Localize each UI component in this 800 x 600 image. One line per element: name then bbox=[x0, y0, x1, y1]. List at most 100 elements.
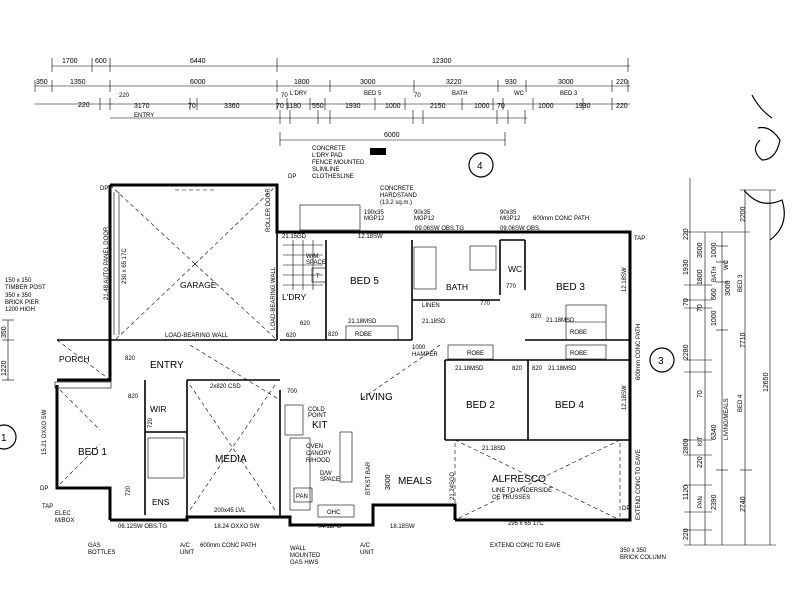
rdim-2740: 2740 bbox=[740, 496, 747, 512]
bed1-area: BED 1 WIR ENS 15.21 OXXO SW 820 720 720 … bbox=[42, 380, 188, 530]
dim-220c: 220 bbox=[78, 102, 90, 109]
dim-1350: 1350 bbox=[70, 79, 86, 86]
note-ac1-1: A/C bbox=[180, 543, 191, 549]
dim-label-ldry: L'DRY bbox=[290, 91, 307, 97]
dim-600: 600 bbox=[95, 58, 107, 65]
note-elec-2: M/BOX bbox=[55, 518, 74, 524]
dim-label-bath: BATH bbox=[452, 91, 468, 97]
dim-label-bed5: BED 5 bbox=[364, 91, 382, 97]
outside-notes: CONCRETE L'DRY PAD FENCE MOUNTED SLIMLIN… bbox=[40, 146, 645, 566]
note-brick-col-2: BRICK COLUMN bbox=[620, 555, 666, 561]
window-09-06sw: 09.06SW OBS.TG bbox=[415, 226, 464, 232]
note-timber-post-3: 350 x 350 bbox=[5, 293, 32, 299]
note-hardstand-3: (13.2 sq.m.) bbox=[380, 200, 412, 206]
dim-70a: 70 bbox=[281, 93, 288, 99]
garage-area: GARAGE 21.48 AUTO PANEL DOOR 230 x 65 17… bbox=[104, 184, 307, 341]
bed5-area: BED 5 ROBE 21.18MSD 12.18SW 820 bbox=[326, 234, 413, 341]
rdim-label-living-meals: LIVING/MEALS bbox=[724, 398, 730, 440]
dim-220b: 220 bbox=[119, 93, 130, 99]
dim-550: 550 bbox=[312, 103, 324, 110]
note-beam-bottom: 295 x 65 17C bbox=[508, 521, 544, 527]
rdim-220c: 220 bbox=[683, 528, 690, 540]
room-kit: KIT bbox=[312, 420, 328, 431]
dim-1930a: 1930 bbox=[345, 103, 361, 110]
clothesline-marker bbox=[370, 148, 386, 155]
rdim-label-pan: PAN bbox=[698, 496, 704, 508]
note-hardstand-1: CONCRETE bbox=[380, 186, 414, 192]
window-21-18msd-bed3: 21.18MSD bbox=[546, 318, 575, 324]
dim-350: 350 bbox=[36, 79, 48, 86]
dim-930: 930 bbox=[505, 79, 517, 86]
living-area: LIVING 21.18SD bbox=[189, 344, 506, 452]
dim-70b: 70 bbox=[414, 93, 421, 99]
note-tap-2: TAP bbox=[42, 504, 53, 510]
note-extend-bottom: EXTEND CONC TO EAVE bbox=[490, 543, 561, 549]
kitchen-meals-area: KIT MEALS COLD POINT OVEN CANOPY R/HOOD … bbox=[284, 389, 456, 530]
ldim-350: 350 bbox=[1, 326, 8, 338]
note-ac1-2: UNIT bbox=[180, 550, 194, 556]
dim-70e: 70 bbox=[497, 103, 505, 110]
left-dimension-lines: 350 1220 bbox=[1, 319, 14, 381]
note-dp-4: DP bbox=[622, 506, 630, 512]
note-ohc-1: OHC bbox=[327, 510, 341, 516]
room-bed1: BED 1 bbox=[78, 447, 107, 458]
note-concrete-ldry-4: SLIMLINE bbox=[312, 167, 339, 173]
window-21-18msd-bed4: 21.18MSD bbox=[548, 366, 577, 372]
note-tap-1: TAP bbox=[634, 236, 645, 242]
window-09-06sw-obs: 09.06SW OBS. bbox=[500, 226, 541, 232]
door-620b: 620 bbox=[286, 333, 297, 339]
note-media-beam: 200x45 LVL bbox=[214, 508, 246, 514]
dim-label-entry: ENTRY bbox=[134, 113, 154, 119]
rdim-70b: 70 bbox=[697, 304, 704, 312]
note-timber-post-2: TIMBER POST bbox=[5, 285, 46, 291]
door-820-bed5: 820 bbox=[328, 332, 339, 338]
door-770-bath: 770 bbox=[480, 301, 491, 307]
note-timber-post-4: BRICK PIER bbox=[5, 300, 40, 306]
marker-1: 1 bbox=[1, 433, 7, 444]
dim-1700: 1700 bbox=[62, 58, 78, 65]
top-dimension-lines: 1700 600 6440 12300 350 1350 6000 1800 3… bbox=[34, 58, 630, 146]
dim-6440: 6440 bbox=[190, 58, 206, 65]
note-wm-space-1: W/M bbox=[306, 254, 318, 260]
note-beam1-1: 190x35 bbox=[364, 210, 384, 216]
room-ens: ENS bbox=[152, 497, 170, 507]
room-bed5: BED 5 bbox=[350, 276, 379, 287]
note-robe-bed2: ROBE bbox=[467, 351, 484, 357]
note-dp-1: DP bbox=[100, 186, 108, 192]
door-700: 700 bbox=[287, 389, 298, 395]
note-timber-post-5: 1200 HIGH bbox=[5, 307, 35, 313]
note-auto-door: 21.48 AUTO PANEL DOOR bbox=[104, 226, 110, 300]
note-gas-2: BOTTLES bbox=[88, 550, 115, 556]
room-bed3: BED 3 bbox=[556, 282, 585, 293]
note-ac2-2: UNIT bbox=[360, 550, 374, 556]
dim-220d: 220 bbox=[616, 103, 628, 110]
rdim-70a: 70 bbox=[683, 298, 690, 306]
room-garage: GARAGE bbox=[180, 280, 217, 290]
dim-1180: 1180 bbox=[286, 103, 301, 110]
dim-3170: 3170 bbox=[134, 103, 150, 110]
door-720-wir: 720 bbox=[148, 417, 154, 428]
dim-1800: 1800 bbox=[294, 79, 310, 86]
room-media: MEDIA bbox=[215, 454, 247, 465]
rdim-2800: 2800 bbox=[683, 438, 690, 454]
rdim-70c: 70 bbox=[697, 390, 704, 398]
note-timber-post-1: 150 x 150 bbox=[5, 278, 32, 284]
dim-1000a: 1000 bbox=[385, 103, 401, 110]
note-concrete-ldry-2: L'DRY PAD bbox=[312, 153, 343, 159]
window-12-18sw-bed4: 12.18SW bbox=[622, 385, 628, 410]
alfresco-area: ALFRESCO LINE TO UNDERSIDE OF TRUSSES 29… bbox=[454, 439, 666, 561]
note-brick-col-1: 350 x 350 bbox=[620, 548, 647, 554]
note-ac2-1: A/C bbox=[360, 543, 371, 549]
dim-70d: 70 bbox=[276, 103, 284, 110]
note-oven-1: OVEN bbox=[306, 444, 323, 450]
dim-label-bed3: BED 3 bbox=[560, 91, 578, 97]
window-18-24-oxxo: 18.24 OXXO SW bbox=[214, 524, 260, 530]
window-21-15gd: 21.15GD bbox=[282, 234, 307, 240]
note-beam2-2: MGP12 bbox=[414, 216, 435, 222]
rdim-label-wc: WC bbox=[724, 259, 730, 270]
note-robe-bed4: ROBE bbox=[570, 351, 587, 357]
bed3-area: BED 3 ROBE 21.18MSD 820 12.18SW bbox=[525, 267, 630, 341]
rdim-label-kit: KIT bbox=[698, 436, 704, 446]
note-hamper-1: 1000 bbox=[412, 345, 426, 351]
rdim-2200: 2200 bbox=[740, 206, 747, 222]
